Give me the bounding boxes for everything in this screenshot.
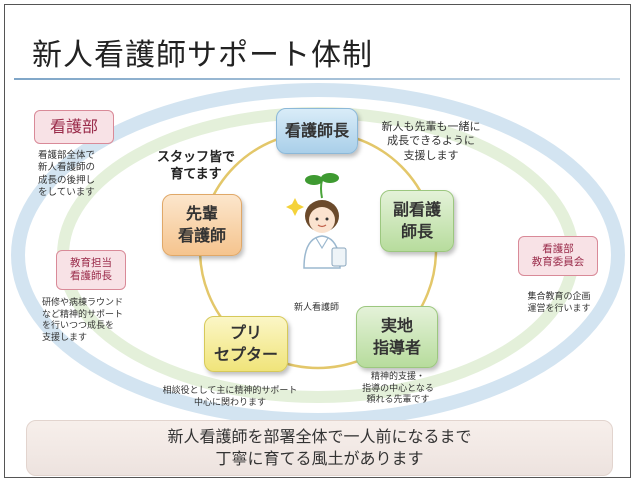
education-committee-note-line-2: 運営を行います xyxy=(527,303,591,314)
education-committee-label-2: 教育委員会 xyxy=(531,256,585,268)
senior-nurse-label-1: 先輩 xyxy=(185,204,218,224)
field-instructor-note-line-3: 頼れる先輩です xyxy=(366,395,430,406)
nursing-dept-box: 看護部 xyxy=(34,110,114,144)
preceptor-label-2: セプター xyxy=(213,345,278,364)
preceptor-note-line-1: 相談役として主に精神的サポート xyxy=(162,386,298,396)
head-nurse-box: 看護師長 xyxy=(276,108,358,154)
senior-nurse-box: 先輩 看護師 xyxy=(162,194,242,256)
head-nurse-note-line-2: 成長できるように xyxy=(387,134,475,148)
field-instructor-note-line-1: 精神的支援・ xyxy=(370,372,425,382)
education-head-box: 教育担当 看護師長 xyxy=(56,250,126,290)
education-committee-note-line-1: 集合教育の企画 xyxy=(527,292,591,302)
summary-banner-line-1: 新人看護師を部署全体で一人前になるまで xyxy=(167,426,472,446)
field-instructor-box: 実地 指導者 xyxy=(356,306,438,368)
page-title: 新人看護師サポート体制 xyxy=(32,38,373,73)
education-committee-note: 集合教育の企画 運営を行います xyxy=(512,292,606,315)
nursing-dept-label: 看護部 xyxy=(49,117,98,137)
nursing-dept-note-line-4: をしています xyxy=(38,187,95,199)
staff-note: スタッフ皆で 育てます xyxy=(146,150,246,184)
education-committee-box: 看護部 教育委員会 xyxy=(518,236,598,276)
preceptor-box: プリ セプター xyxy=(204,316,288,372)
deputy-head-nurse-label-2: 師長 xyxy=(400,222,433,241)
field-instructor-note: 精神的支援・ 指導の中心となる 頼れる先輩です xyxy=(348,372,448,407)
education-head-note-line-4: 支援します xyxy=(42,333,88,344)
summary-banner: 新人看護師を部署全体で一人前になるまで 丁寧に育てる風土があります xyxy=(26,420,613,476)
preceptor-note-line-2: 中心に関わります xyxy=(193,397,266,408)
field-instructor-label-2: 指導者 xyxy=(372,338,421,357)
nursing-dept-note-line-2: 新人看護師の xyxy=(38,162,96,174)
education-head-label-1: 教育担当 xyxy=(70,256,112,269)
field-instructor-label-1: 実地 xyxy=(380,316,413,336)
field-instructor-note-line-2: 指導の中心となる xyxy=(362,383,434,394)
nursing-dept-note-line-1: 看護部全体で xyxy=(38,150,96,161)
nursing-dept-note: 看護部全体で 新人看護師の 成長の後押し をしています xyxy=(38,150,128,199)
new-nurse-caption: 新人看護師 xyxy=(294,303,340,313)
deputy-head-nurse-label-1: 副看護 xyxy=(392,200,441,220)
summary-banner-line-2: 丁寧に育てる風土があります xyxy=(215,449,424,468)
senior-nurse-label-2: 看護師 xyxy=(177,226,226,245)
head-nurse-note: 新人も先輩も一緒に 成長できるように 支援します xyxy=(356,120,506,163)
education-head-note-line-3: を行いつつ成長を xyxy=(42,321,115,332)
education-head-note: 研修や病棟ラウンド など精神的サポート を行いつつ成長を 支援します xyxy=(42,298,162,345)
education-head-note-line-2: など精神的サポート xyxy=(42,309,124,320)
preceptor-note: 相談役として主に精神的サポート 中心に関わります xyxy=(130,386,330,409)
staff-note-line-2: 育てます xyxy=(170,166,222,182)
staff-note-line-1: スタッフ皆で xyxy=(156,150,235,165)
nursing-dept-note-line-3: 成長の後押し xyxy=(38,174,96,186)
deputy-head-nurse-box: 副看護 師長 xyxy=(380,190,454,252)
head-nurse-note-line-3: 支援します xyxy=(403,148,459,162)
title-underline xyxy=(14,78,620,80)
head-nurse-note-line-1: 新人も先輩も一緒に xyxy=(381,120,481,133)
education-head-label-2: 看護師長 xyxy=(70,270,112,282)
education-head-note-line-1: 研修や病棟ラウンド xyxy=(42,298,124,308)
preceptor-label-1: プリ xyxy=(229,323,262,343)
new-nurse-illustration xyxy=(286,173,347,269)
education-committee-label-1: 看護部 xyxy=(542,242,574,255)
head-nurse-label: 看護師長 xyxy=(284,121,349,141)
